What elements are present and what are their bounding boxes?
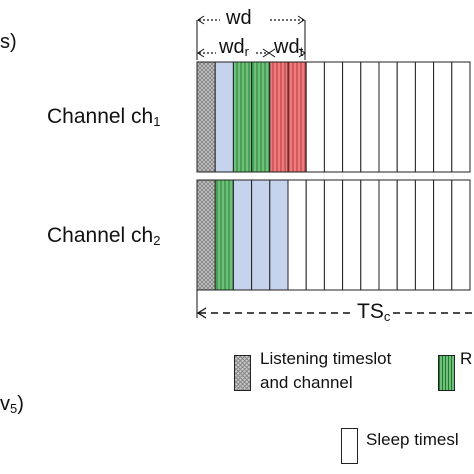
timeslot-white [305, 179, 325, 291]
timeslot-white [378, 61, 398, 173]
wd-t-label: wdt [274, 36, 304, 59]
left-fragment-top: s) [0, 31, 17, 53]
channel-1-row [196, 61, 471, 173]
timeslot-listen [196, 61, 216, 173]
timeslot-green [214, 179, 234, 291]
timeslot-blue [269, 179, 289, 291]
timeslot-white [378, 179, 398, 291]
timeslot-listen [196, 179, 216, 291]
timeslot-green [251, 61, 271, 173]
timeslot-white [414, 61, 435, 173]
timeslot-white [323, 61, 344, 173]
timeslot-white [342, 179, 362, 291]
timeslot-green [232, 61, 253, 173]
legend-sleep-label: Sleep timesl [366, 430, 459, 449]
timeslot-blue [251, 179, 271, 291]
wd-r-label: wdr [219, 36, 249, 59]
timeslot-white [287, 179, 307, 291]
timeslot-white [396, 179, 416, 291]
timeslot-blue [214, 61, 234, 173]
timeslot-white [305, 61, 325, 173]
channel-2-row [196, 179, 471, 291]
timeslot-blue [232, 179, 253, 291]
timeslot-white [451, 61, 471, 173]
timeslot-white [433, 61, 453, 173]
timeslot-white [433, 179, 453, 291]
legend-listening-label: Listening timeslot and channel [260, 349, 392, 392]
timeslot-red [287, 61, 307, 173]
legend-green-swatch [438, 355, 455, 391]
channel-1-label: Channel ch1 [47, 105, 161, 129]
timeslot-white [360, 179, 380, 291]
legend-sleep-swatch [341, 428, 358, 464]
dimension-lines [196, 15, 474, 319]
left-fragment-bottom: v5) [0, 393, 24, 416]
timeslot-white [323, 179, 344, 291]
ts-c-label: TSc [357, 300, 391, 324]
timeslot-white [414, 179, 435, 291]
timeslot-white [396, 61, 416, 173]
timeslot-white [342, 61, 362, 173]
timeslot-red [269, 61, 289, 173]
timeslot-white [451, 179, 471, 291]
timeslot-white [360, 61, 380, 173]
legend-green-label: R [460, 349, 473, 368]
channel-2-label: Channel ch2 [47, 224, 161, 248]
wd-label: wd [226, 7, 252, 29]
legend-listening-swatch [234, 355, 251, 391]
